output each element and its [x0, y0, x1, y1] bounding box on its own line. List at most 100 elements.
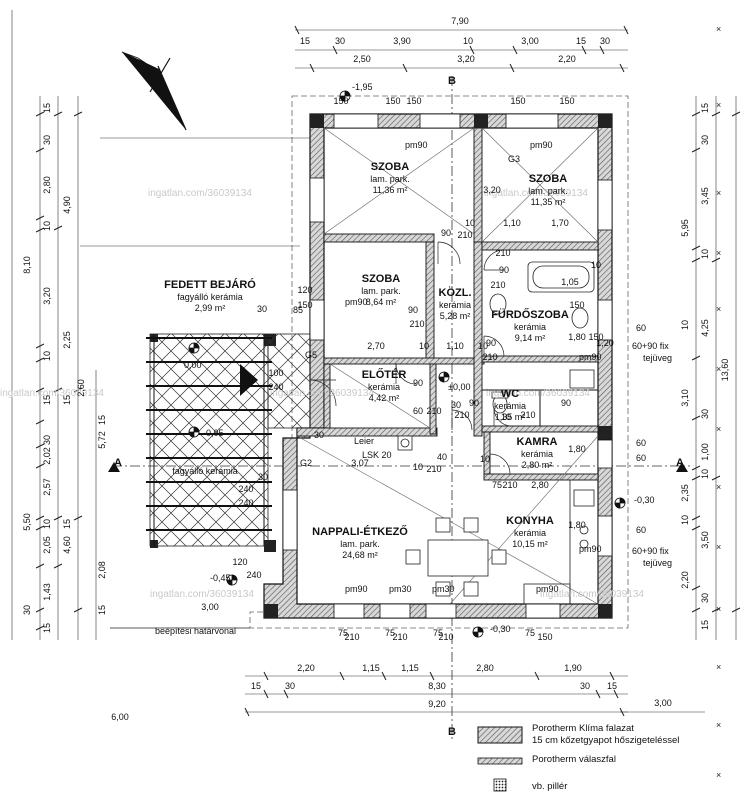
dimension-value: 8,10	[22, 256, 32, 274]
dimension-value: 150	[406, 96, 421, 106]
dimension-value: 85	[293, 305, 303, 315]
dimension-value: 30	[42, 435, 52, 445]
dimension-value: 10	[465, 218, 475, 228]
dimension-value: 90	[486, 338, 496, 348]
plan-annotation: pm30	[389, 584, 412, 594]
dimension-value: 2,35	[680, 484, 690, 502]
dimension-value: 150	[510, 96, 525, 106]
dimension-value: 90	[413, 378, 423, 388]
legend-partition: Porotherm válaszfal	[532, 754, 616, 765]
dimension-value: 15	[251, 681, 261, 691]
room-floor-fedett: fagyálló kerámia	[177, 292, 243, 302]
plan-annotation: G2	[300, 458, 312, 468]
dimension-value: 15	[607, 681, 617, 691]
dimension-value: 1,15	[401, 663, 419, 673]
section-marker-label: B	[448, 726, 456, 738]
dimension-value: 5,50	[22, 513, 32, 531]
dimension-value: 150	[537, 632, 552, 642]
room-floor-kamra: kerámia	[521, 449, 553, 459]
dimension-value: 15	[42, 103, 52, 113]
room-area-szoba1: 11,36 m²	[373, 185, 408, 195]
dimension-value: 10	[42, 351, 52, 361]
dimension-value: 1,43	[42, 583, 52, 601]
dimension-value: 10	[700, 469, 710, 479]
plan-annotation: pm30	[432, 584, 455, 594]
dimension-value: 30	[700, 409, 710, 419]
dimension-value: 30	[258, 472, 268, 482]
room-area-szoba2: 11,35 m²	[531, 197, 566, 207]
dimension-value: 2,20	[680, 571, 690, 589]
svg-text:×: ×	[716, 364, 721, 374]
legend-insulation: 15 cm kőzetgyapot hőszigeteléssel	[532, 735, 679, 746]
dimension-value: 10	[501, 412, 511, 422]
room-area-fedett: 2,99 m²	[195, 303, 226, 313]
dimension-value: 30	[700, 593, 710, 603]
entrance-arrow	[240, 364, 258, 396]
dimension-value: 210	[482, 352, 497, 362]
north-arrow-icon	[121, 51, 187, 131]
dimension-value: 15	[62, 519, 72, 529]
svg-text:×: ×	[716, 482, 721, 492]
dimension-value: 2,57	[42, 478, 52, 496]
room-floor-terasz: fagyálló kerámia	[172, 466, 238, 476]
dimension-value: 7,90	[451, 16, 469, 26]
dimension-value: 10	[680, 515, 690, 525]
dimension-value: 10	[413, 462, 423, 472]
dimension-value: 210	[490, 280, 505, 290]
room-name-szoba2: SZOBA	[529, 173, 568, 185]
watermark-text: ingatlan.com/36039134	[484, 188, 588, 199]
dimension-value: 3,45	[700, 187, 710, 205]
room-area-szoba3: 8,64 m²	[366, 297, 397, 307]
plan-annotation: pm90	[345, 297, 368, 307]
room-name-kamra: KAMRA	[517, 436, 558, 448]
dimension-value: 1,80	[568, 520, 586, 530]
dimension-value: 90	[408, 305, 418, 315]
watermark-text: ingatlan.com/36039134	[0, 388, 104, 399]
room-floor-nappali: lam. park.	[340, 539, 380, 549]
level-markers	[188, 90, 626, 638]
watermark-text: ingatlan.com/36039134	[148, 188, 252, 199]
dimension-value: 30	[285, 681, 295, 691]
terrace-pergola	[149, 333, 311, 547]
plan-annotation: beépítési határvonal	[155, 626, 236, 636]
dimension-value: 30	[451, 400, 461, 410]
plan-annotation: ±0,00	[448, 382, 470, 392]
dimension-value: 150	[559, 96, 574, 106]
dimension-value: 15	[300, 36, 310, 46]
dimension-value: 1,10	[446, 341, 464, 351]
dimension-value: 1,15	[362, 663, 380, 673]
chimney	[397, 435, 413, 451]
dimension-value: 30	[335, 36, 345, 46]
plan-annotation: pm90	[345, 584, 368, 594]
dimension-value: 100	[268, 368, 283, 378]
room-name-szoba3: SZOBA	[362, 273, 401, 285]
plan-annotation: -1,95	[352, 82, 373, 92]
dimension-value: 3,00	[201, 602, 219, 612]
dimension-value: 2,08	[97, 561, 107, 579]
dimension-value: 15	[42, 395, 52, 405]
dimension-value: 30	[700, 135, 710, 145]
dimension-value: 1,90	[564, 663, 582, 673]
dimension-value: 4,25	[700, 319, 710, 337]
watermark-text: ingatlan.com/36039134	[150, 589, 254, 600]
dimension-value: 60	[636, 453, 646, 463]
room-floor-szoba2: lam. park.	[528, 186, 568, 196]
dimension-value: 75	[433, 628, 443, 638]
dimension-value: 210	[344, 632, 359, 642]
dimension-value: 8,30	[428, 681, 446, 691]
room-name-furdo: FÜRDŐSZOBA	[491, 308, 569, 321]
dimension-value: 2,02	[42, 447, 52, 465]
dimension-value: 1,00	[700, 443, 710, 461]
dimension-value: 75	[525, 628, 535, 638]
room-name-kozl: KÖZL.	[439, 286, 472, 299]
plan-annotation: 60+90 fix	[632, 546, 669, 556]
plan-annotation: pm90	[536, 584, 559, 594]
room-name-konyha: KONYHA	[506, 515, 554, 527]
dimension-value: 15	[97, 415, 107, 425]
svg-text:×: ×	[716, 424, 721, 434]
room-area-wc: 1,35 m²	[495, 412, 526, 422]
dimension-value: 15	[62, 395, 72, 405]
dimension-value: 90	[469, 398, 479, 408]
